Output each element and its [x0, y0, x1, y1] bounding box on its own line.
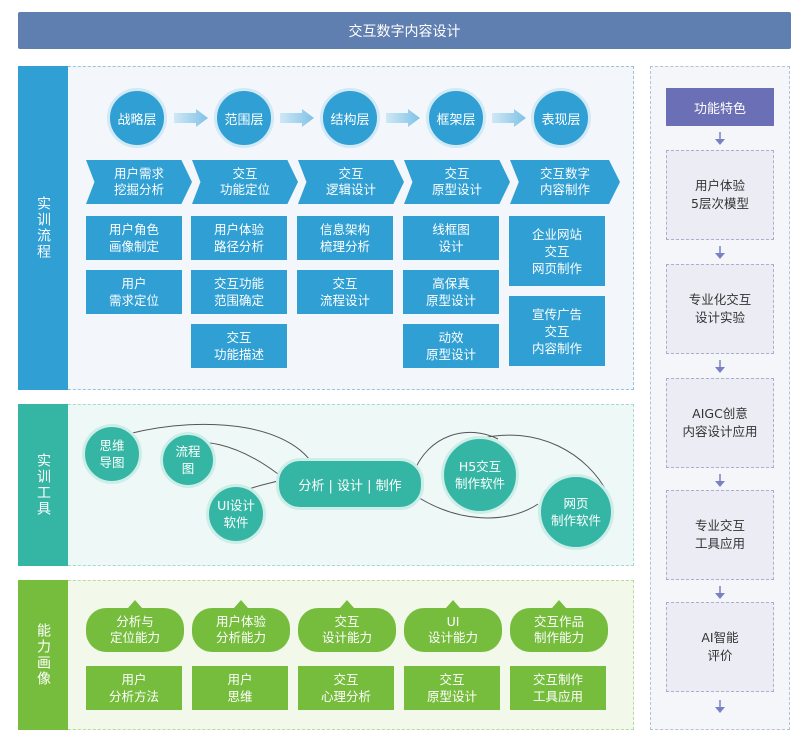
ability-tab: 用户体验分析能力 [192, 608, 290, 652]
flow-box: 用户角色画像制定 [86, 216, 182, 260]
flow-box: 线框图设计 [403, 216, 499, 260]
page-title: 交互数字内容设计 [18, 12, 791, 49]
arrow-down-icon [715, 700, 725, 713]
flow-box: 用户体验路径分析 [191, 216, 287, 260]
chevron-content-production: 交互数字内容制作 [510, 160, 620, 204]
tab-notch-icon [128, 600, 142, 608]
tool-mind-map: 思维导图 [82, 424, 142, 484]
layer-scope: 范围层 [214, 88, 274, 148]
chevron-function-positioning: 交互功能定位 [192, 160, 298, 204]
layer-skeleton: 框架层 [426, 88, 486, 148]
tab-notch-icon [552, 600, 566, 608]
tool-ui-software: UI设计软件 [206, 484, 266, 544]
tools-center-pill: 分析 | 设计 | 制作 [276, 458, 424, 510]
ability-tab: 交互设计能力 [298, 608, 396, 652]
flow-box: 交互功能描述 [191, 324, 287, 368]
flow-box: 交互流程设计 [297, 270, 393, 314]
feature-item: 专业化交互设计实验 [666, 264, 774, 354]
flow-box: 高保真原型设计 [403, 270, 499, 314]
tool-h5-software: H5交互制作软件 [441, 436, 519, 514]
flow-box: 企业网站交互网页制作 [509, 216, 605, 286]
flow-box: 交互功能范围确定 [191, 270, 287, 314]
layer-strategy: 战略层 [107, 88, 167, 148]
feature-item: AIGC创意内容设计应用 [666, 378, 774, 468]
chevron-prototype-design: 交互原型设计 [404, 160, 510, 204]
tab-notch-icon [446, 600, 460, 608]
flow-box: 动效原型设计 [403, 324, 499, 368]
arrow-down-icon [715, 360, 725, 373]
feature-heading: 功能特色 [666, 88, 774, 126]
ability-tab: 分析与定位能力 [86, 608, 184, 652]
arrow-right-icon [492, 109, 526, 127]
tool-web-software: 网页制作软件 [538, 474, 614, 550]
ability-box: 交互原型设计 [404, 666, 500, 710]
ability-box: 用户思维 [192, 666, 288, 710]
flow-box: 用户需求定位 [86, 270, 182, 314]
ability-box: 交互制作工具应用 [510, 666, 606, 710]
layer-surface: 表现层 [531, 88, 591, 148]
layer-structure: 结构层 [320, 88, 380, 148]
arrow-right-icon [174, 109, 208, 127]
chevron-requirement-analysis: 用户需求挖掘分析 [86, 160, 192, 204]
feature-item: 专业交互工具应用 [666, 490, 774, 580]
flow-section-label: 实训流程 [18, 66, 68, 390]
ability-box: 用户分析方法 [86, 666, 182, 710]
arrow-down-icon [715, 132, 725, 145]
feature-item: AI智能评价 [666, 602, 774, 692]
ability-tab: 交互作品制作能力 [510, 608, 608, 652]
arrow-right-icon [280, 109, 314, 127]
arrow-down-icon [715, 586, 725, 599]
tab-notch-icon [234, 600, 248, 608]
tools-section-label: 实训工具 [18, 404, 68, 566]
arrow-down-icon [715, 246, 725, 259]
chevron-logic-design: 交互逻辑设计 [298, 160, 404, 204]
tab-notch-icon [340, 600, 354, 608]
tool-flowchart: 流程图 [160, 432, 216, 488]
flow-box: 宣传广告交互内容制作 [509, 296, 605, 366]
arrow-right-icon [386, 109, 420, 127]
flow-box: 信息架构梳理分析 [297, 216, 393, 260]
arrow-down-icon [715, 474, 725, 487]
ability-box: 交互心理分析 [298, 666, 394, 710]
ability-section-label: 能力画像 [18, 580, 68, 730]
